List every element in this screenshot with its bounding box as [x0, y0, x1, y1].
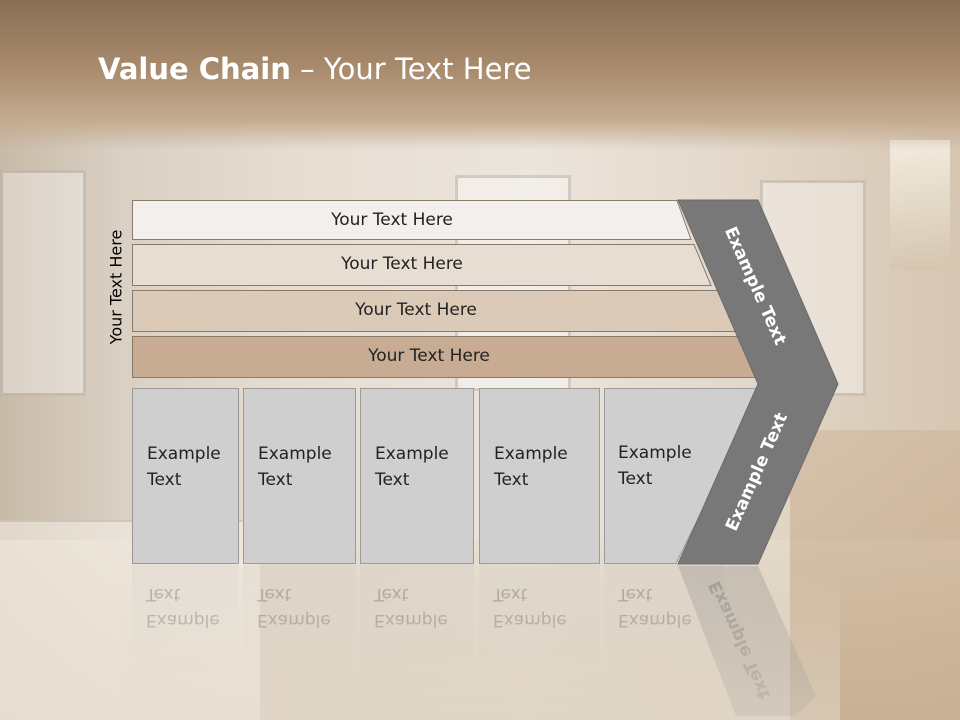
- primary-activity-box-2[interactable]: Example Text: [243, 388, 356, 564]
- box-text-line1: Example: [258, 444, 332, 464]
- box-text-line2: Text: [494, 470, 529, 490]
- background-wall-lamp: [890, 140, 950, 270]
- box-text-line2: Text: [375, 470, 410, 490]
- reflection-text: Text: [146, 584, 181, 604]
- primary-activity-box-4[interactable]: Example Text: [479, 388, 600, 564]
- bar-label: Your Text Here: [341, 254, 463, 274]
- reflection-box-2: Example Text: [243, 565, 356, 685]
- box-text-line1: Example: [618, 443, 692, 463]
- reflection-text: Example: [257, 610, 331, 630]
- bar-label: Your Text Here: [355, 300, 477, 320]
- reflection-text: Example: [374, 610, 448, 630]
- box-text-line2: Text: [618, 469, 653, 489]
- reflection-text: Text: [257, 584, 292, 604]
- box-text-line2: Text: [258, 470, 293, 490]
- bar-shape: [132, 200, 692, 240]
- primary-activity-box-1[interactable]: Example Text: [132, 388, 239, 564]
- support-activity-bar-3[interactable]: Your Text Here: [132, 290, 740, 332]
- reflection-text: Text: [374, 584, 409, 604]
- slide-title[interactable]: Value Chain – Your Text Here: [98, 52, 532, 86]
- bar-label: Your Text Here: [368, 346, 490, 366]
- box-text-line2: Text: [147, 470, 182, 490]
- bar-label: Your Text Here: [331, 210, 453, 230]
- margin-chevron[interactable]: [670, 198, 870, 588]
- primary-activity-box-3[interactable]: Example Text: [360, 388, 474, 564]
- reflection-box-1: Example Text: [132, 565, 239, 685]
- title-rest: – Your Text Here: [290, 52, 532, 86]
- box-text-line1: Example: [147, 444, 221, 464]
- reflection-box-4: Example Text: [479, 565, 600, 685]
- support-activity-bar-1[interactable]: Your Text Here: [132, 200, 692, 240]
- bar-shape: [132, 244, 712, 286]
- reflection-box-3: Example Text: [360, 565, 474, 685]
- support-activity-bar-2[interactable]: Your Text Here: [132, 244, 712, 286]
- support-activity-bar-4[interactable]: Your Text Here: [132, 336, 766, 378]
- title-bold: Value Chain: [98, 52, 291, 86]
- reflection-text: Text: [493, 584, 528, 604]
- header-band: [0, 0, 960, 150]
- box-text-line1: Example: [375, 444, 449, 464]
- vertical-side-label[interactable]: Your Text Here: [106, 229, 126, 345]
- reflection-text: Example: [493, 610, 567, 630]
- primary-activity-box-5[interactable]: Example Text: [604, 388, 764, 564]
- box-text-line1: Example: [494, 444, 568, 464]
- reflection-text: Example: [146, 610, 220, 630]
- box-shape: [604, 388, 763, 564]
- background-window-left: [0, 170, 86, 396]
